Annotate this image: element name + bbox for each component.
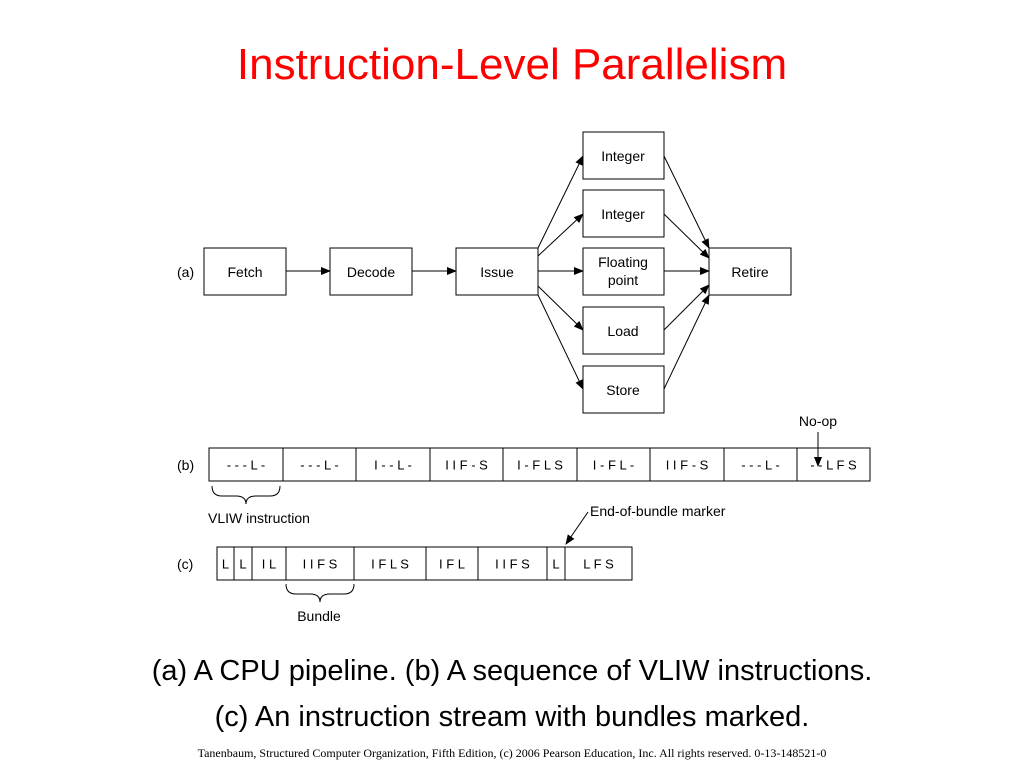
arrow-integer-1-retire — [663, 155, 710, 249]
bundles-label: (c) — [177, 556, 193, 572]
decode-label: Decode — [347, 264, 395, 280]
caption-line-2: (c) An instruction stream with bundles m… — [214, 701, 810, 733]
vliw-cell: I - F L - — [593, 458, 634, 473]
bundle-cell: L F S — [583, 557, 614, 572]
vliw-cell: - - - L - — [227, 458, 266, 473]
bundle-cell: L — [222, 557, 229, 572]
pipeline-label: (a) — [177, 264, 194, 280]
issue-label: Issue — [480, 264, 514, 280]
retire-box — [708, 247, 792, 296]
end-of-bundle-marker-label: End-of-bundle marker — [590, 503, 726, 519]
bundle-cell: I L — [262, 557, 276, 572]
copyright-footer: Tanenbaum, Structured Computer Organizat… — [197, 746, 827, 760]
bundle-brace — [285, 583, 355, 603]
bundle-cell: I F L — [439, 557, 465, 572]
unit-box-load — [582, 306, 665, 355]
end-of-bundle-arrow — [565, 511, 589, 545]
vliw-cell: I I F - S — [445, 458, 488, 473]
vliw-row-outline — [208, 447, 871, 482]
vliw-cell: I I F - S — [666, 458, 709, 473]
bundle-cell: I I F S — [303, 557, 338, 572]
bundle-label: Bundle — [297, 608, 341, 624]
bundle-cell: I F L S — [371, 557, 409, 572]
unit-box-integer-1 — [582, 131, 665, 180]
bundle-cell: L — [552, 557, 559, 572]
bundle-cell: I I F S — [495, 557, 530, 572]
unit-box-store — [582, 365, 665, 414]
bundle-row-outline — [216, 546, 633, 581]
unit-label-integer-2: Integer — [601, 206, 645, 222]
arrow-issue-store — [537, 294, 584, 390]
arrow-issue-integer-1 — [537, 155, 584, 249]
vliw-cell: - - - L - — [300, 458, 339, 473]
bundle-cell: L — [239, 557, 246, 572]
noop-label: No-op — [799, 413, 837, 429]
unit-box-integer-2 — [582, 189, 665, 238]
unit-label-integer-1: Integer — [601, 148, 645, 164]
arrow-store-retire — [663, 294, 710, 390]
retire-label: Retire — [731, 264, 769, 280]
arrow-load-retire — [663, 284, 710, 331]
unit-label-store: Store — [606, 382, 640, 398]
vliw-cell: - - L F S — [810, 458, 857, 473]
vliw-label: (b) — [177, 457, 194, 473]
unit-label-load: Load — [607, 323, 638, 339]
vliw-cell: - - - L - — [741, 458, 780, 473]
vliw-cells: - - - L - - - - L - I - - L - I I F - S I - … — [227, 448, 857, 481]
vliw-instruction-label: VLIW instruction — [208, 510, 310, 526]
arrow-issue-load — [537, 285, 584, 331]
caption: (a) A CPU pipeline. (b) A sequence of VL… — [0, 648, 1024, 740]
caption-line-1: (a) A CPU pipeline. (b) A sequence of VL… — [151, 655, 873, 687]
slide-title: Instruction-Level Parallelism — [236, 40, 788, 89]
vliw-cell: I - - L - — [374, 458, 412, 473]
fetch-label: Fetch — [227, 264, 262, 280]
vliw-cell: I - F L S — [517, 458, 563, 473]
arrow-issue-integer-2 — [537, 213, 584, 257]
fetch-box — [203, 247, 287, 296]
arrow-integer-2-retire — [663, 213, 710, 259]
vliw-instruction-brace — [211, 485, 281, 505]
